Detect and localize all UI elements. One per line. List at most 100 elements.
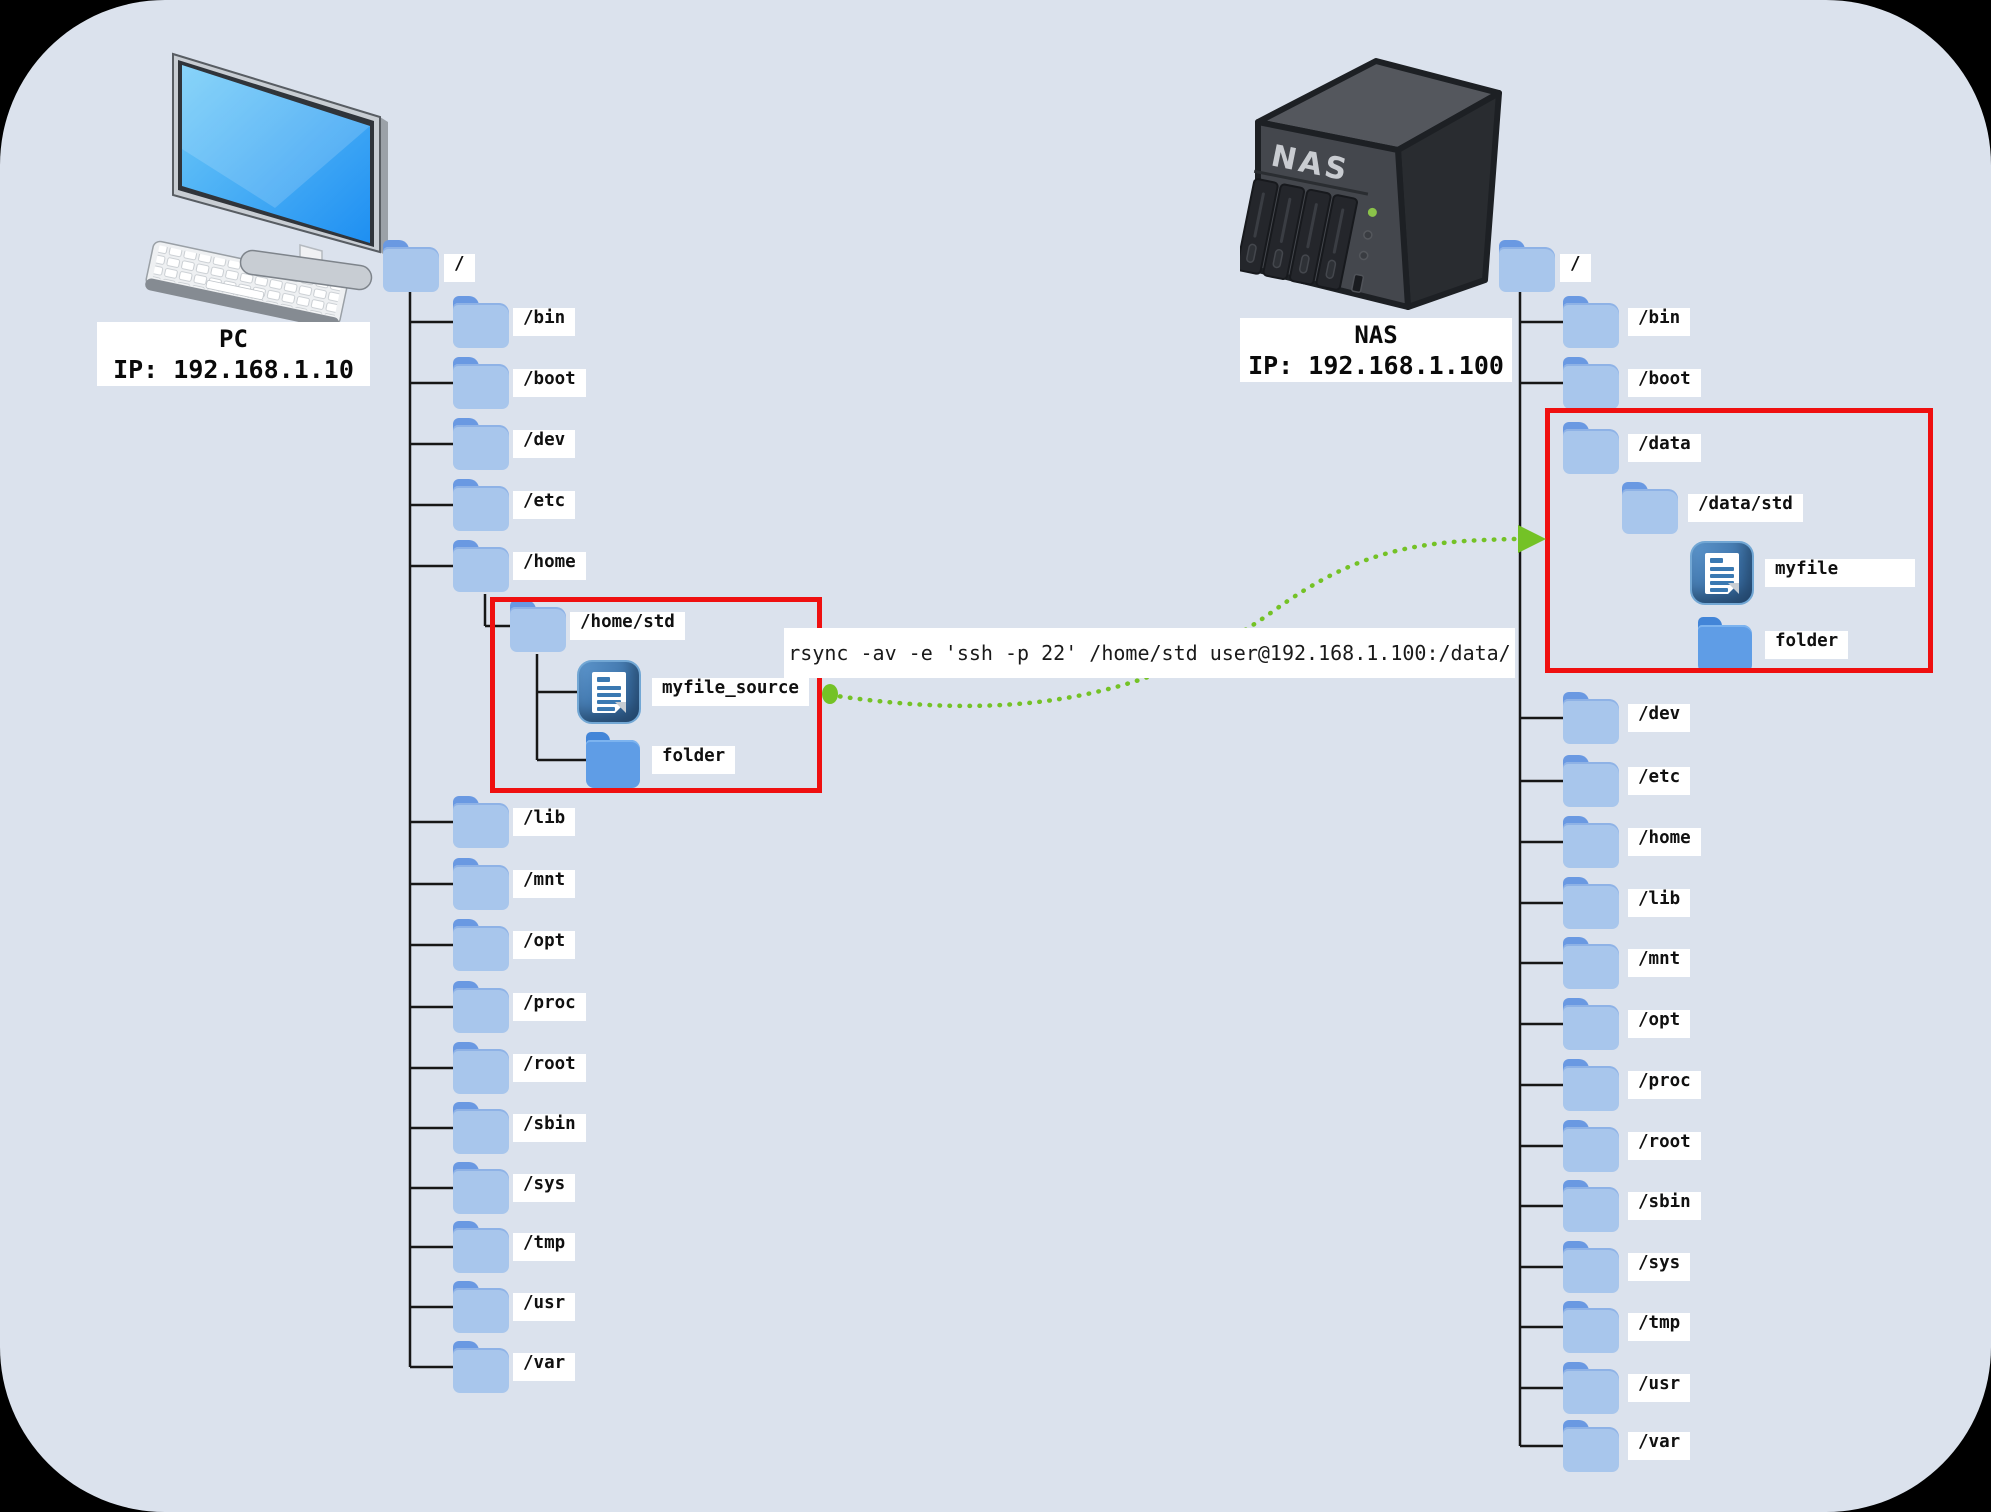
nas-front-text: NAS xyxy=(1268,139,1352,189)
nas-tree-item-label: /lib xyxy=(1628,889,1691,917)
pc-tree-item-label: /sys xyxy=(513,1174,576,1202)
nas-tree-folder-icon xyxy=(1563,692,1619,744)
pc-tree-item-label: /dev xyxy=(513,430,576,458)
myfile-file-icon xyxy=(1690,541,1754,605)
pc-title: PC xyxy=(219,324,248,353)
nas-tree-item-label: /etc xyxy=(1628,767,1691,795)
source-highlight-box xyxy=(490,597,822,793)
myfile-label: myfile xyxy=(1765,559,1915,587)
pc-tree-item-label: /sbin xyxy=(513,1114,586,1142)
pc-tree-folder-icon xyxy=(453,1281,509,1333)
nas-tree-item-label: /bin xyxy=(1628,308,1691,336)
monitor-icon xyxy=(172,52,388,291)
transfer-arrow xyxy=(822,525,1546,709)
pc-label-box: PC IP: 192.168.1.10 xyxy=(97,322,370,386)
data-std-label: /data/std xyxy=(1688,494,1803,522)
destination-folder-icon xyxy=(1698,617,1752,673)
pc-tree-item-label: /root xyxy=(513,1054,586,1082)
destination-folder-label: folder xyxy=(1765,631,1849,659)
nas-tree-folder-icon xyxy=(1563,1241,1619,1293)
pc-tree-item-label: /tmp xyxy=(513,1233,576,1261)
nas-tree-folder-icon xyxy=(1563,1362,1619,1414)
pc-tree-folder-icon xyxy=(453,981,509,1033)
transfer-arrow-path xyxy=(827,536,1519,709)
source-folder-label: folder xyxy=(652,746,736,774)
pc-tree-folder-icon xyxy=(453,919,509,971)
nas-illustration: NAS xyxy=(1240,58,1502,310)
nas-tree-item-label: /dev xyxy=(1628,704,1691,732)
transfer-arrowhead-icon xyxy=(1518,525,1546,553)
nas-tree-item-label: /opt xyxy=(1628,1010,1691,1038)
pc-tree-folder-icon xyxy=(453,418,509,470)
home-std-connector xyxy=(483,594,512,628)
home-std-folder-icon xyxy=(510,600,566,652)
pc-tree-folder-icon xyxy=(453,858,509,910)
nas-tree-item-label: /boot xyxy=(1628,369,1701,397)
rsync-command-box: rsync -av -e 'ssh -p 22' /home/std user@… xyxy=(784,628,1515,678)
pc-tree-item-label: /home xyxy=(513,552,586,580)
nas-root-label: / xyxy=(1560,254,1591,282)
pc-tree-folder-icon xyxy=(453,296,509,348)
pc-tree-folder-icon xyxy=(453,796,509,848)
keyboard-icon xyxy=(145,240,348,325)
pc-tree-folder-icon xyxy=(453,479,509,531)
pc-tree-item-label: /boot xyxy=(513,369,586,397)
pc-tree-item-label: /bin xyxy=(513,308,576,336)
destination-highlight-box xyxy=(1545,408,1933,673)
nas-tree-item-label: /var xyxy=(1628,1432,1691,1460)
nas-tree-folder-icon xyxy=(1563,816,1619,868)
pc-root-folder-icon xyxy=(383,240,439,292)
pc-tree-item-label: /lib xyxy=(513,808,576,836)
transfer-arrow-source-dot xyxy=(822,684,838,704)
nas-tree-folder-icon xyxy=(1563,357,1619,409)
nas-tree-item-label: /sbin xyxy=(1628,1192,1701,1220)
data-label: /data xyxy=(1628,434,1701,462)
pc-tree-folder-icon xyxy=(453,1042,509,1094)
nas-ip: IP: 192.168.1.100 xyxy=(1248,350,1504,380)
nas-drive-bays xyxy=(1240,178,1358,291)
nas-tree-folder-icon xyxy=(1563,1059,1619,1111)
pc-tree-item-label: /proc xyxy=(513,993,586,1021)
source-folder-icon xyxy=(586,732,640,788)
pc-tree-folder-icon xyxy=(453,1221,509,1273)
pc-tree-folder-icon xyxy=(453,357,509,409)
pc-ip: IP: 192.168.1.10 xyxy=(113,354,354,384)
pc-root-label: / xyxy=(444,254,475,282)
pc-tree-item-label: /opt xyxy=(513,931,576,959)
pc-illustration xyxy=(145,52,388,325)
nas-led-icon xyxy=(1367,207,1377,217)
pc-tree-folder-icon xyxy=(453,540,509,592)
nas-tree-item-label: /usr xyxy=(1628,1374,1691,1402)
pc-tree-item-label: /etc xyxy=(513,491,576,519)
pc-tree-item-label: /var xyxy=(513,1353,576,1381)
nas-root-folder-icon xyxy=(1499,240,1555,292)
nas-tree-item-label: /sys xyxy=(1628,1253,1691,1281)
nas-tree-item-label: /mnt xyxy=(1628,949,1691,977)
nas-tree-folder-icon xyxy=(1563,937,1619,989)
pc-tree-item-label: /mnt xyxy=(513,870,576,898)
nas-tree-item-label: /root xyxy=(1628,1132,1701,1160)
nas-tree-folder-icon xyxy=(1563,1180,1619,1232)
nas-tree-folder-icon xyxy=(1563,1420,1619,1472)
nas-tree-folder-icon xyxy=(1563,998,1619,1050)
nas-tree-folder-icon xyxy=(1563,1301,1619,1353)
pc-tree-folder-icon xyxy=(453,1341,509,1393)
nas-tree-item-label: /proc xyxy=(1628,1071,1701,1099)
nas-tree-folder-icon xyxy=(1563,296,1619,348)
pc-tree-folder-icon xyxy=(453,1162,509,1214)
pc-tree-item-label: /usr xyxy=(513,1293,576,1321)
myfile-source-label: myfile_source xyxy=(652,678,809,706)
nas-label-box: NAS IP: 192.168.1.100 xyxy=(1240,318,1512,382)
pc-tree-folder-icon xyxy=(453,1102,509,1154)
data-folder-icon xyxy=(1563,422,1619,474)
nas-tree-item-label: /tmp xyxy=(1628,1313,1691,1341)
nas-tree-folder-icon xyxy=(1563,755,1619,807)
data-std-folder-icon xyxy=(1622,482,1678,534)
nas-usb-port xyxy=(1351,273,1365,293)
nas-title: NAS xyxy=(1354,320,1398,349)
nas-tree-item-label: /home xyxy=(1628,828,1701,856)
nas-tree-folder-icon xyxy=(1563,1120,1619,1172)
home-std-label: /home/std xyxy=(570,612,685,640)
